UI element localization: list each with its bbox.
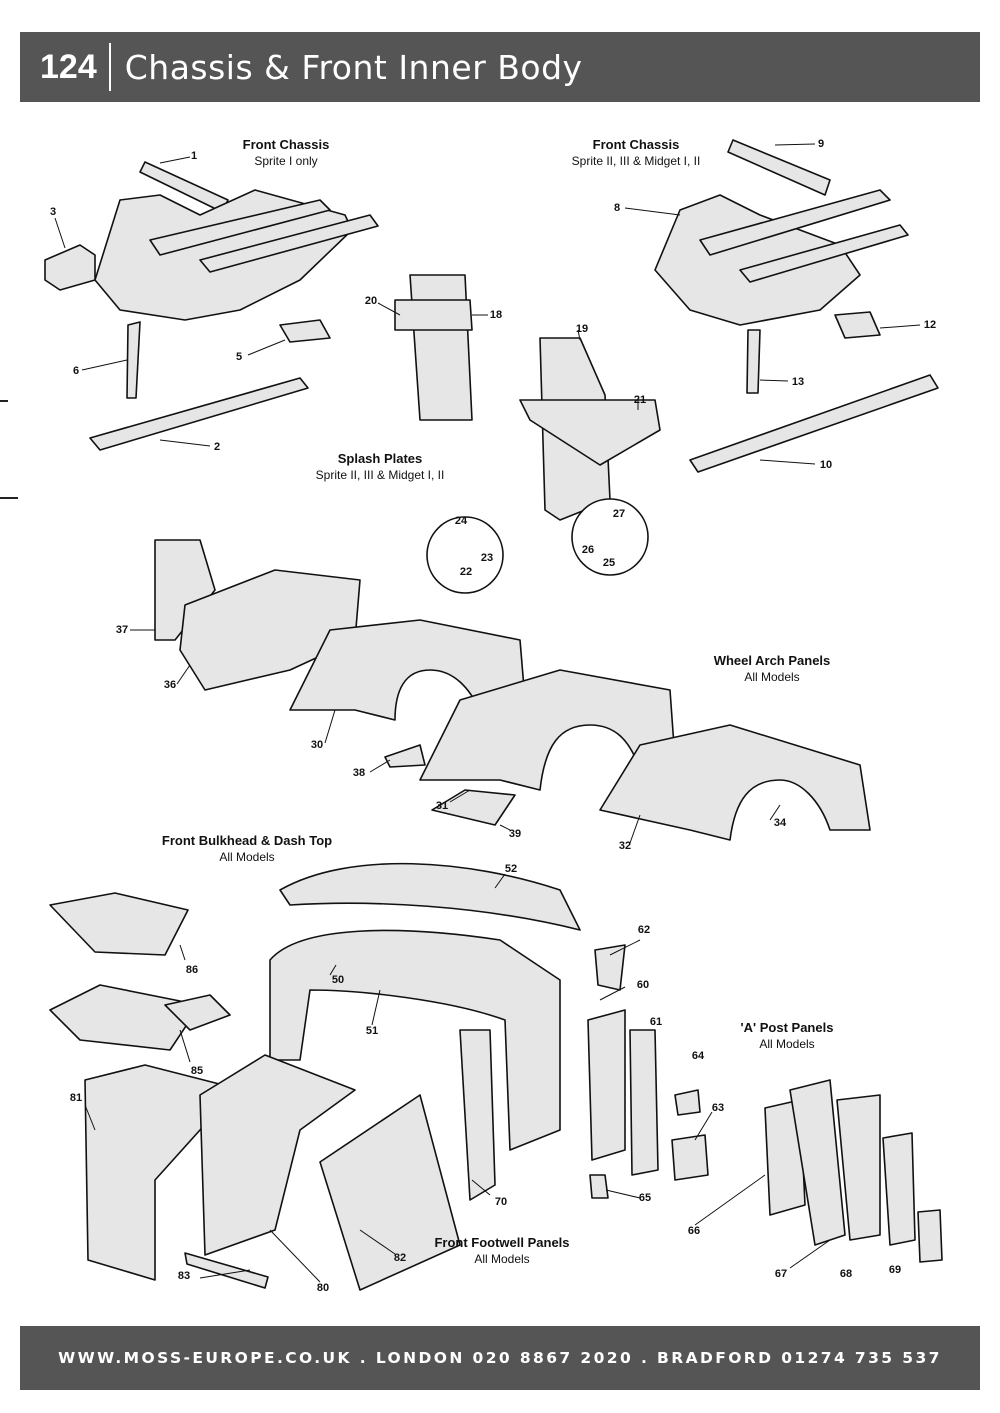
caption-heading: Front Footwell Panels — [434, 1235, 570, 1250]
wheel-arch-drawing — [154, 539, 871, 841]
left-edge-mark-2 — [0, 497, 18, 499]
left-edge-mark-1 — [0, 400, 8, 402]
footer-contact-text: WWW.MOSS-EUROPE.CO.UK . LONDON 020 8867 … — [58, 1349, 942, 1367]
part-number: 62 — [637, 924, 651, 936]
part-number: 24 — [454, 515, 468, 527]
part-number: 52 — [504, 863, 518, 875]
caption-sub: All Models — [759, 1037, 815, 1051]
part-number: 70 — [494, 1196, 508, 1208]
part-number: 65 — [638, 1192, 652, 1204]
caption-heading: Splash Plates — [337, 451, 423, 466]
page-header: 124 Chassis & Front Inner Body — [20, 32, 980, 102]
part-number: 5 — [235, 351, 243, 363]
part-number: 50 — [331, 974, 345, 986]
part-number: 36 — [163, 679, 177, 691]
caption-front-chassis-sprite-one: Front Chassis Sprite I only — [243, 137, 330, 169]
caption-wheel-arch: Wheel Arch Panels All Models — [714, 653, 831, 685]
caption-footwell: Front Footwell Panels All Models — [434, 1235, 569, 1267]
part-number: 20 — [364, 295, 378, 307]
part-number: 82 — [393, 1252, 407, 1264]
caption-heading: Front Bulkhead & Dash Top — [161, 833, 333, 848]
caption-sub: Sprite II, III & Midget I, II — [571, 154, 701, 168]
caption-sub: Sprite II, III & Midget I, II — [315, 468, 445, 482]
part-number: 9 — [817, 138, 825, 150]
part-number: 23 — [480, 552, 494, 564]
part-number: 34 — [773, 817, 787, 829]
part-number: 81 — [69, 1092, 83, 1104]
part-number: 27 — [612, 508, 626, 520]
a-post-drawing — [587, 944, 943, 1263]
page-title: Chassis & Front Inner Body — [124, 47, 583, 87]
chassis-sprite-two-drawing — [654, 139, 939, 473]
part-number: 61 — [649, 1016, 663, 1028]
part-number: 30 — [310, 739, 324, 751]
part-number: 64 — [691, 1050, 705, 1062]
part-number: 8 — [613, 202, 621, 214]
page-footer: WWW.MOSS-EUROPE.CO.UK . LONDON 020 8867 … — [20, 1326, 980, 1390]
leader-lines — [54, 143, 921, 1283]
part-number: 12 — [923, 319, 937, 331]
part-number: 63 — [711, 1102, 725, 1114]
caption-sub: All Models — [219, 850, 275, 864]
part-number: 6 — [72, 365, 80, 377]
caption-sub: All Models — [744, 670, 800, 684]
part-number: 2 — [213, 441, 221, 453]
part-number: 67 — [774, 1268, 788, 1280]
caption-heading: Wheel Arch Panels — [713, 653, 831, 668]
part-number: 86 — [185, 964, 199, 976]
part-number: 3 — [49, 206, 57, 218]
page-number: 124 — [40, 47, 97, 86]
caption-front-chassis-sprite-two: Front Chassis Sprite II, III & Midget I,… — [572, 137, 701, 169]
part-number: 1 — [190, 150, 198, 162]
caption-a-post: 'A' Post Panels All Models — [741, 1020, 834, 1052]
part-number: 22 — [459, 566, 473, 578]
part-number: 51 — [365, 1025, 379, 1037]
part-number: 38 — [352, 767, 366, 779]
caption-heading: Front Chassis — [592, 137, 680, 152]
part-number: 19 — [575, 323, 589, 335]
part-number: 68 — [839, 1268, 853, 1280]
part-number: 26 — [581, 544, 595, 556]
part-number: 18 — [489, 309, 503, 321]
part-number: 80 — [316, 1282, 330, 1294]
part-number: 37 — [115, 624, 129, 636]
part-number: 31 — [435, 800, 449, 812]
part-number: 83 — [177, 1270, 191, 1282]
caption-heading: Front Chassis — [242, 137, 330, 152]
part-number: 66 — [687, 1225, 701, 1237]
part-number: 39 — [508, 828, 522, 840]
part-number: 10 — [819, 459, 833, 471]
splash-plates-drawing — [394, 274, 661, 594]
part-number: 25 — [602, 557, 616, 569]
header-divider — [108, 43, 111, 91]
part-number: 32 — [618, 840, 632, 852]
part-number: 85 — [190, 1065, 204, 1077]
caption-heading: 'A' Post Panels — [740, 1020, 834, 1035]
part-number: 69 — [888, 1264, 902, 1276]
bulkhead-drawing — [49, 862, 581, 1291]
caption-sub: Sprite I only — [254, 154, 318, 168]
caption-splash-plates: Splash Plates Sprite II, III & Midget I,… — [316, 451, 445, 483]
part-number: 60 — [636, 979, 650, 991]
part-number: 13 — [791, 376, 805, 388]
caption-bulkhead: Front Bulkhead & Dash Top All Models — [162, 833, 332, 865]
part-number: 21 — [633, 394, 647, 406]
chassis-sprite-one-drawing — [44, 161, 379, 451]
caption-sub: All Models — [474, 1252, 530, 1266]
